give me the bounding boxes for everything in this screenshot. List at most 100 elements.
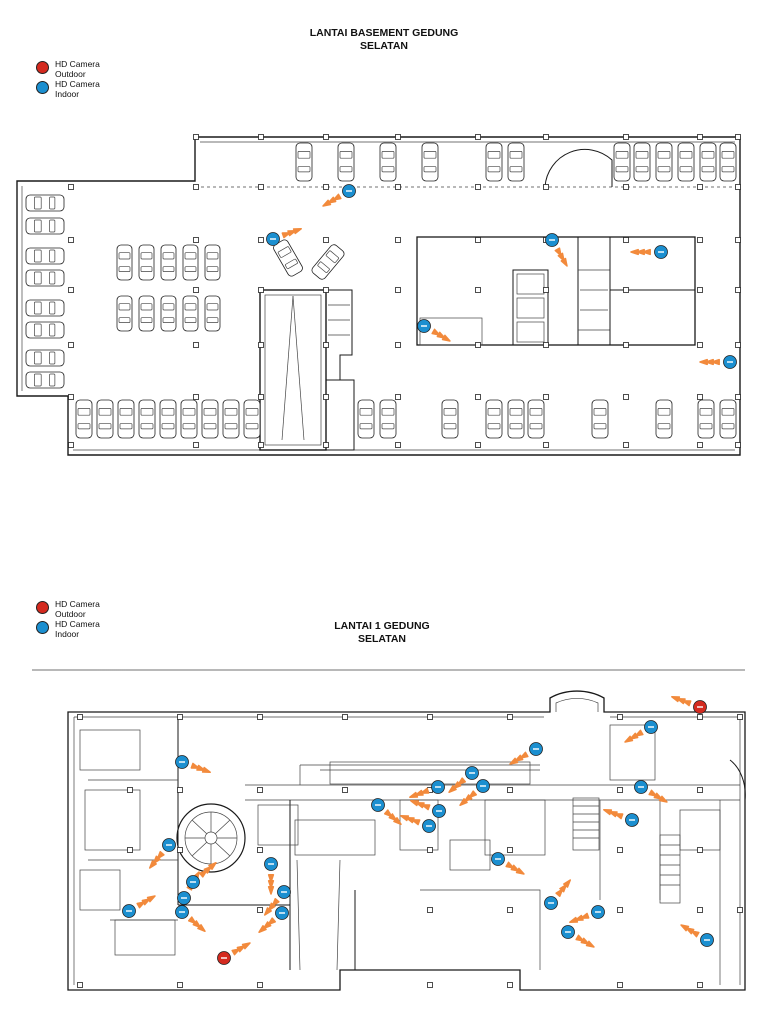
structural-column [697,442,703,448]
structural-column [623,342,629,348]
parked-car [527,399,545,439]
structural-column [193,394,199,400]
structural-column [697,907,703,913]
parked-car [138,295,155,332]
parked-car [25,371,65,389]
parked-car [379,142,397,182]
indoor-camera-icon [448,766,479,794]
parked-car [96,399,114,439]
parked-car [311,244,345,280]
structural-column [475,184,481,190]
structural-column [735,342,741,348]
indoor-camera-icon [322,184,356,207]
structural-column [543,184,549,190]
structural-column [543,134,549,140]
floor1-spiral-stair [176,803,246,873]
basement-title: LANTAI BASEMENT GEDUNG SELATAN [0,27,768,53]
indoor-camera-icon [545,233,568,267]
parked-car [25,299,65,317]
structural-column [697,237,703,243]
indoor-camera-icon [400,814,436,833]
structural-column [395,442,401,448]
parked-car [180,399,198,439]
parked-car [507,142,525,182]
parked-car [159,399,177,439]
structural-column [193,342,199,348]
structural-column [735,394,741,400]
structural-column [395,287,401,293]
parked-car [357,399,375,439]
basement-ramp-arc [544,148,613,188]
structural-column [507,982,513,988]
parked-car [633,142,651,182]
floor1-cameras [122,695,714,965]
structural-column [697,342,703,348]
indoor-camera-icon [417,319,451,342]
indoor-camera-icon [459,779,490,807]
structural-column [427,714,433,720]
structural-column [617,982,623,988]
basement-outer-walls [16,136,741,456]
floor1-columns [77,714,743,988]
basement-title-line2: SELATAN [359,40,409,52]
structural-column [257,787,263,793]
structural-column [543,394,549,400]
indoor-camera-icon [371,798,402,826]
indoor-camera-icon [491,852,525,875]
parked-car [75,399,93,439]
basement-title-line1: LANTAI BASEMENT GEDUNG [309,27,459,39]
indoor-camera-icon [680,924,714,947]
parked-car [613,142,631,182]
structural-column [507,907,513,913]
structural-column [475,237,481,243]
parked-car [337,142,355,182]
structural-column [617,847,623,853]
outdoor-camera-icon [36,61,49,74]
basement-central-ramp [259,289,355,451]
structural-column [257,982,263,988]
indoor-camera-icon [409,780,445,799]
indoor-camera-icon [561,925,595,948]
parked-car [421,142,439,182]
parked-car [677,142,695,182]
structural-column [543,342,549,348]
structural-column [68,287,74,293]
legend-indoor: HD Camera Indoor [36,619,115,639]
indoor-camera-icon [186,861,217,889]
structural-column [342,714,348,720]
parked-car [273,239,303,277]
parked-car [379,399,397,439]
structural-column [323,184,329,190]
structural-column [427,907,433,913]
indoor-camera-icon [603,808,639,827]
structural-column [193,287,199,293]
indoor-camera-icon [148,838,176,869]
indoor-camera-icon [509,742,543,765]
indoor-camera-icon [266,227,302,246]
parked-car [160,295,177,332]
basement-cameras [266,184,737,369]
structural-column [193,134,199,140]
structural-column [475,442,481,448]
indoor-camera-icon [410,799,446,818]
structural-column [427,847,433,853]
structural-column [193,184,199,190]
structural-column [617,787,623,793]
structural-column [617,714,623,720]
indoor-camera-icon [544,879,572,910]
parked-car [222,399,240,439]
parked-car [160,244,177,281]
parked-car [138,399,156,439]
structural-column [507,787,513,793]
structural-column [323,394,329,400]
parked-car [699,142,717,182]
indoor-camera-icon [699,355,737,369]
structural-column [258,442,264,448]
structural-column [623,287,629,293]
parked-car [25,217,65,235]
structural-column [395,394,401,400]
parked-car [138,244,155,281]
parked-car [295,142,313,182]
parked-car [697,399,715,439]
outdoor-camera-icon [36,601,49,614]
